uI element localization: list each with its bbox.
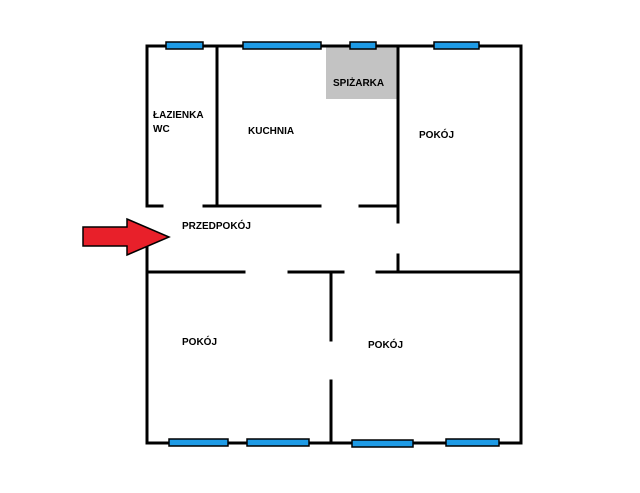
- window-icon: [445, 438, 500, 447]
- entrance-arrow-icon: [82, 217, 171, 257]
- window-icon: [246, 438, 310, 447]
- room-lower-right-label: POKÓJ: [368, 338, 403, 351]
- bathroom-label-line1: ŁAZIENKA: [153, 110, 204, 121]
- window-icon: [349, 41, 377, 50]
- window-icon: [168, 438, 229, 447]
- window-icon: [351, 439, 414, 448]
- exterior-walls: [145, 44, 523, 445]
- window-icon: [165, 41, 204, 50]
- bathroom-label-line2: WC: [153, 124, 170, 135]
- interior-walls: [145, 44, 523, 445]
- hallway-label: PRZEDPOKÓJ: [182, 219, 251, 232]
- window-icon: [433, 41, 480, 50]
- windows: [165, 41, 500, 448]
- pantry-label: SPIŻARKA: [333, 76, 384, 89]
- room-upper-right-label: POKÓJ: [419, 128, 454, 141]
- kitchen-label: KUCHNIA: [248, 126, 294, 137]
- window-icon: [242, 41, 322, 50]
- pantry-area: [326, 45, 397, 99]
- room-lower-left-label: POKÓJ: [182, 335, 217, 348]
